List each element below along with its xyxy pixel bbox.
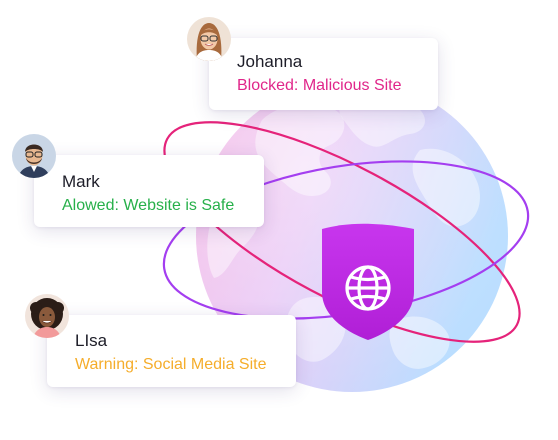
user-card-johanna: Johanna Blocked: Malicious Site [209, 38, 438, 110]
user-card-mark: Mark Alowed: Website is Safe [34, 155, 264, 227]
globe-icon [345, 265, 391, 311]
avatar-lisa [25, 294, 69, 338]
status-johanna: Blocked: Malicious Site [237, 77, 402, 94]
user-card-lisa: LIsa Warning: Social Media Site [47, 315, 296, 387]
orbit-pink [163, 121, 521, 343]
status-mark: Alowed: Website is Safe [62, 197, 235, 214]
user-name-lisa: LIsa [75, 331, 108, 350]
shield-badge [322, 223, 414, 340]
status-lisa: Warning: Social Media Site [75, 356, 267, 373]
avatar-johanna [187, 17, 231, 61]
user-name-mark: Mark [62, 172, 100, 191]
avatar-mark [12, 134, 56, 178]
user-name-johanna: Johanna [237, 52, 303, 71]
